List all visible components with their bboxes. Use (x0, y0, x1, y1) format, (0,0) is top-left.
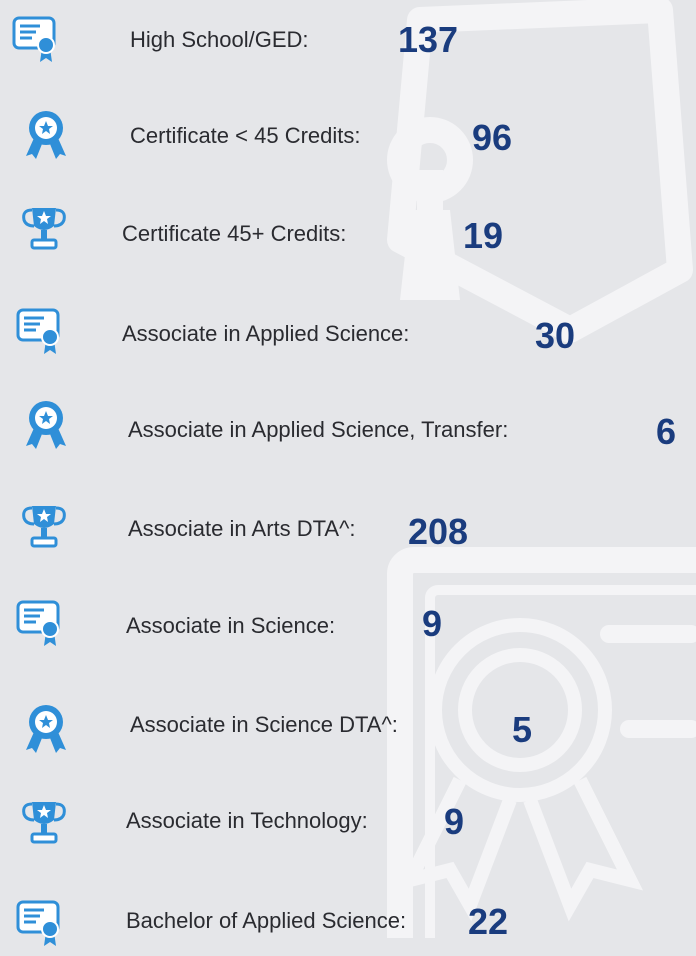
award-ribbon-icon (26, 705, 66, 753)
list-item: Associate in Technology: 9 (0, 796, 696, 856)
trophy-icon (22, 802, 66, 844)
graduation-cap-icon (387, 0, 693, 343)
item-value: 96 (472, 117, 513, 158)
certificate-frame-icon (387, 547, 696, 938)
list-item: Associate in Science: 9 (0, 596, 696, 656)
list-item: Associate in Applied Science, Transfer: … (0, 398, 696, 458)
item-value: 9 (422, 603, 443, 644)
item-value: 30 (535, 315, 576, 356)
trophy-icon (22, 506, 66, 548)
item-label: Associate in Arts DTA^: (128, 516, 356, 541)
item-label: Certificate < 45 Credits: (130, 123, 361, 148)
item-label: Bachelor of Applied Science: (126, 908, 407, 933)
certificate-icon (12, 16, 56, 62)
list-item: Associate in Arts DTA^: 208 (0, 500, 696, 560)
item-value: 22 (468, 901, 509, 942)
item-label: Associate in Applied Science: (122, 321, 410, 346)
item-label: High School/GED: (130, 27, 309, 52)
item-label: Associate in Science DTA^: (130, 712, 398, 737)
trophy-icon (22, 208, 66, 250)
item-value: 137 (398, 19, 459, 60)
list-item: Certificate < 45 Credits: 96 (0, 108, 696, 168)
list-item: Associate in Science DTA^: 5 (0, 702, 696, 762)
award-ribbon-icon (26, 401, 66, 449)
list-item: Bachelor of Applied Science: 22 (0, 896, 696, 956)
list-item: Associate in Applied Science: 30 (0, 304, 696, 364)
certificate-icon (16, 308, 60, 354)
item-label: Certificate 45+ Credits: (122, 221, 347, 246)
item-value: 19 (463, 215, 504, 256)
item-value: 208 (408, 511, 469, 552)
certificate-icon (16, 900, 60, 946)
list-item: Certificate 45+ Credits: 19 (0, 202, 696, 262)
item-label: Associate in Technology: (126, 808, 368, 833)
list-item: High School/GED: 137 (0, 12, 696, 72)
award-ribbon-icon (26, 111, 66, 159)
award-seal-icon (428, 618, 612, 802)
item-value: 9 (444, 801, 465, 842)
item-label: Associate in Science: (126, 613, 336, 638)
item-value: 5 (512, 709, 533, 750)
item-value: 6 (656, 411, 677, 452)
item-label: Associate in Applied Science, Transfer: (128, 417, 509, 442)
certificate-icon (16, 600, 60, 646)
